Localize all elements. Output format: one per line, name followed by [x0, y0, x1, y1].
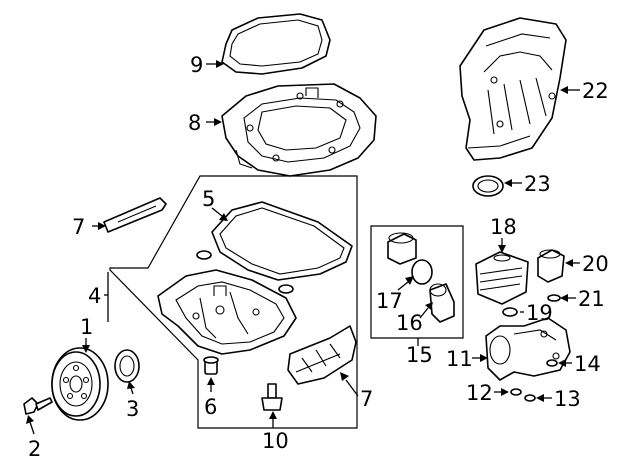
seal-part-14	[546, 359, 558, 367]
callout-23: 23	[524, 172, 551, 196]
callout-20: 20	[582, 252, 609, 276]
callout-21: 21	[578, 287, 605, 311]
drain-seal-part	[196, 250, 294, 294]
oil-filter-housing-part	[485, 317, 571, 381]
callout-10: 10	[262, 429, 289, 453]
seal-part-12	[510, 388, 522, 396]
upper-oil-pan-part	[221, 83, 377, 177]
callout-12: 12	[466, 381, 493, 405]
callout-9: 9	[190, 53, 203, 77]
seal-part-13	[524, 394, 536, 402]
callout-3: 3	[126, 397, 139, 421]
callout-7-lower: 7	[360, 387, 373, 411]
oil-pan-gasket-part	[211, 201, 353, 281]
callout-19: 19	[526, 301, 553, 325]
callout-5: 5	[202, 187, 215, 211]
oil-pressure-sensor-part	[537, 249, 565, 283]
callout-1: 1	[80, 315, 93, 339]
callout-6: 6	[204, 395, 217, 419]
front-seal-part	[114, 349, 140, 383]
intake-manifold-part	[459, 17, 567, 161]
callout-17: 17	[376, 289, 403, 313]
callout-8: 8	[188, 111, 201, 135]
drain-plug-part	[203, 356, 219, 375]
oil-filter-group-frame	[370, 225, 464, 339]
oil-pan-group-frame	[109, 175, 358, 429]
manifold-gasket-part	[472, 175, 504, 197]
oil-filter-oring-part	[411, 259, 433, 285]
callout-4: 4	[88, 284, 101, 308]
oil-filter-element-part	[429, 283, 455, 323]
leader-lines	[26, 60, 580, 435]
callout-16: 16	[396, 311, 423, 335]
callout-11: 11	[446, 347, 473, 371]
callout-2: 2	[28, 437, 41, 461]
upper-gasket-part	[221, 13, 331, 75]
callout-22: 22	[582, 79, 609, 103]
callout-14: 14	[574, 352, 601, 376]
callout-15: 15	[406, 343, 433, 367]
seal-part-19	[502, 307, 518, 317]
callout-7-upper: 7	[72, 215, 85, 239]
lower-oil-pan-part	[157, 269, 297, 355]
crankshaft-pulley-part	[51, 347, 109, 421]
callout-13: 13	[554, 387, 581, 411]
baffle-shield-lower-part	[287, 325, 357, 385]
oil-cooler-part	[475, 251, 529, 305]
crank-bolt-part	[23, 397, 53, 415]
baffle-strip-upper-part	[103, 197, 167, 233]
oil-filter-cap-part	[387, 232, 417, 265]
bolt-part-10	[261, 383, 283, 411]
callout-18: 18	[490, 215, 517, 239]
